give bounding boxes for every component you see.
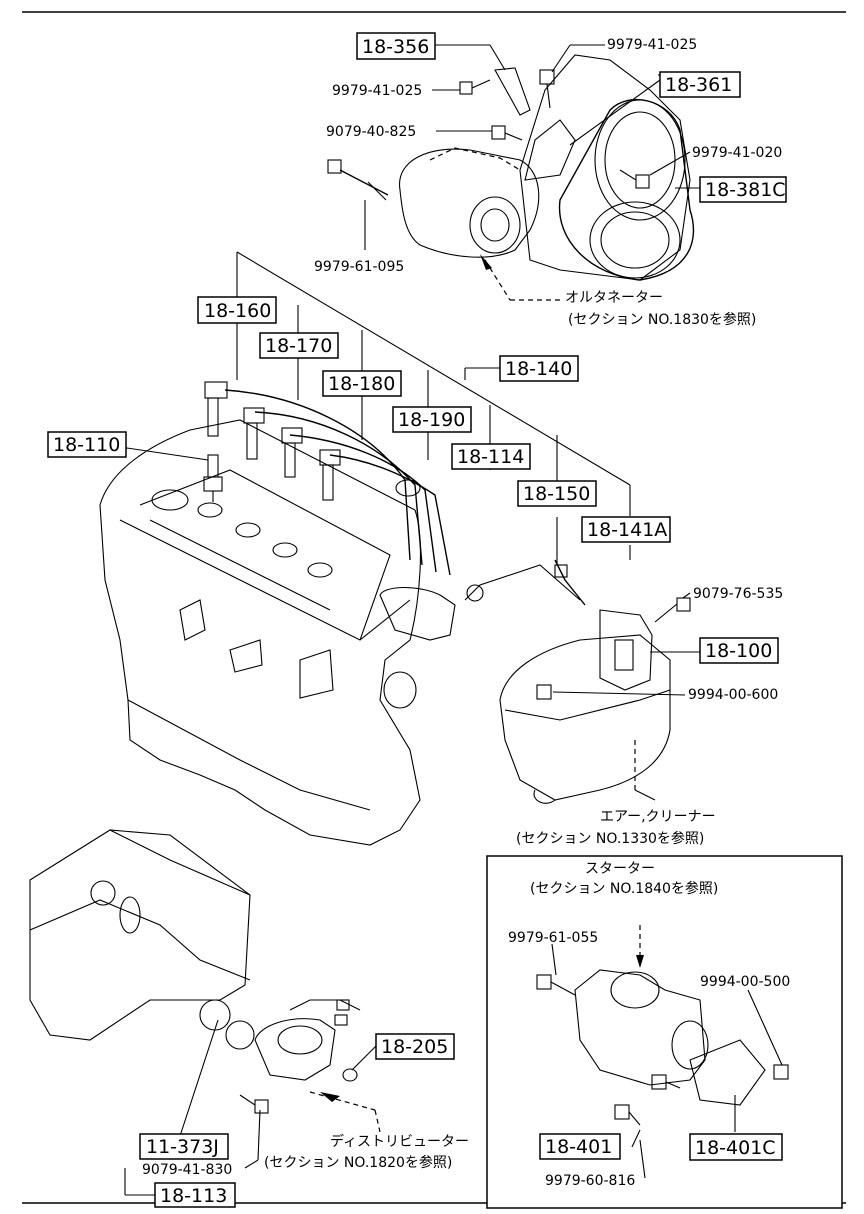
part-number: 9079-41-830 — [142, 1162, 232, 1178]
callout-18-150[interactable]: 18-150 — [517, 480, 597, 507]
air-cleaner-assembly — [499, 517, 700, 804]
bolt-icon — [239, 1094, 269, 1114]
callout-11-373j[interactable]: 11-373J — [139, 1133, 229, 1160]
callout-label: 18-401 — [545, 1136, 612, 1158]
bolt-icon — [619, 169, 650, 189]
callout-18-381c[interactable]: 18-381C — [699, 176, 787, 203]
arrow-icon — [320, 1092, 340, 1102]
part-number: 9994-00-600 — [688, 687, 778, 703]
part-number: 9994-00-500 — [700, 974, 790, 990]
callout-label: 18-180 — [328, 373, 395, 395]
callout-18-205[interactable]: 18-205 — [375, 1033, 455, 1060]
callout-label: 18-190 — [398, 409, 465, 431]
callout-label: 18-381C — [705, 179, 786, 201]
callout-18-180[interactable]: 18-180 — [322, 370, 402, 397]
callout-label: 18-401C — [695, 1137, 776, 1159]
callout-18-401c[interactable]: 18-401C — [689, 1133, 783, 1161]
callout-18-100[interactable]: 18-100 — [699, 637, 779, 664]
bolt-icon — [651, 1074, 681, 1090]
note-distributor-ref: (セクション NO.1820を参照) — [264, 1154, 452, 1171]
callout-18-160[interactable]: 18-160 — [197, 296, 277, 324]
long-bolt-icon — [327, 159, 389, 201]
ignition-coil-icon — [599, 609, 653, 691]
distributor-icon — [379, 587, 456, 641]
callout-18-356[interactable]: 18-356 — [356, 32, 436, 60]
callout-18-140[interactable]: 18-140 — [499, 355, 579, 382]
note-air-cleaner-ref: (セクション NO.1330を参照) — [516, 830, 704, 847]
arrow-icon — [636, 955, 644, 968]
arrow-icon — [480, 254, 492, 270]
callout-label: 18-113 — [160, 1185, 227, 1207]
bolt-icon — [536, 684, 552, 700]
bolt-icon — [654, 597, 691, 623]
bolt-icon — [536, 974, 576, 996]
bolt-icon — [539, 69, 555, 109]
callout-label: 18-150 — [523, 483, 590, 505]
cap-icon — [342, 1068, 358, 1082]
callout-label: 18-205 — [381, 1036, 448, 1058]
callout-18-190[interactable]: 18-190 — [392, 406, 472, 433]
callout-label: 18-141A — [587, 519, 667, 541]
bolt-icon — [459, 79, 491, 95]
part-number: 9979-41-020 — [692, 145, 782, 161]
bolt-icon — [491, 125, 523, 141]
distributor-assembly — [29, 829, 381, 1196]
callout-18-141a[interactable]: 18-141A — [581, 516, 671, 543]
bolt-icon — [773, 1064, 789, 1080]
alternator-assembly — [327, 44, 700, 301]
note-alternator: オルタネーター — [565, 290, 663, 306]
callout-label: 18-114 — [457, 446, 524, 468]
part-number: 9979-60-816 — [545, 1173, 635, 1189]
part-number: 9979-61-055 — [508, 930, 598, 946]
part-number: 9079-40-825 — [326, 124, 416, 140]
note-starter: スターター — [585, 861, 655, 877]
callout-label: 18-361 — [665, 74, 732, 96]
note-starter-ref: (セクション NO.1840を参照) — [530, 880, 718, 897]
callout-18-114[interactable]: 18-114 — [451, 443, 531, 470]
callout-label: 18-100 — [705, 640, 772, 662]
callout-label: 18-356 — [362, 36, 429, 58]
callout-18-401[interactable]: 18-401 — [539, 1133, 621, 1160]
part-number: 9979-61-095 — [314, 259, 404, 275]
callout-label: 18-140 — [505, 358, 572, 380]
note-alternator-ref: (セクション NO.1830を参照) — [568, 311, 756, 328]
callout-label: 18-160 — [204, 300, 271, 322]
callout-label: 18-110 — [53, 434, 120, 456]
callout-label: 11-373J — [146, 1136, 219, 1158]
part-number: 9979-41-025 — [332, 83, 422, 99]
distributor-icon — [254, 1018, 336, 1081]
plug-cap-icon — [204, 381, 228, 399]
engine-head-assembly — [99, 251, 631, 846]
callout-18-170[interactable]: 18-170 — [259, 332, 339, 359]
bolt-icon — [614, 1104, 641, 1126]
callout-18-113[interactable]: 18-113 — [154, 1182, 236, 1208]
note-air-cleaner: エアー,クリーナー — [600, 809, 716, 825]
note-distributor: ディストリビューター — [330, 1133, 469, 1150]
part-number: 9979-41-025 — [607, 37, 697, 53]
plug-cap-icon — [243, 407, 265, 424]
part-number: 9079-76-535 — [693, 586, 783, 602]
callout-18-110[interactable]: 18-110 — [47, 431, 127, 458]
callout-18-361[interactable]: 18-361 — [659, 71, 741, 98]
callout-label: 18-170 — [265, 335, 332, 357]
